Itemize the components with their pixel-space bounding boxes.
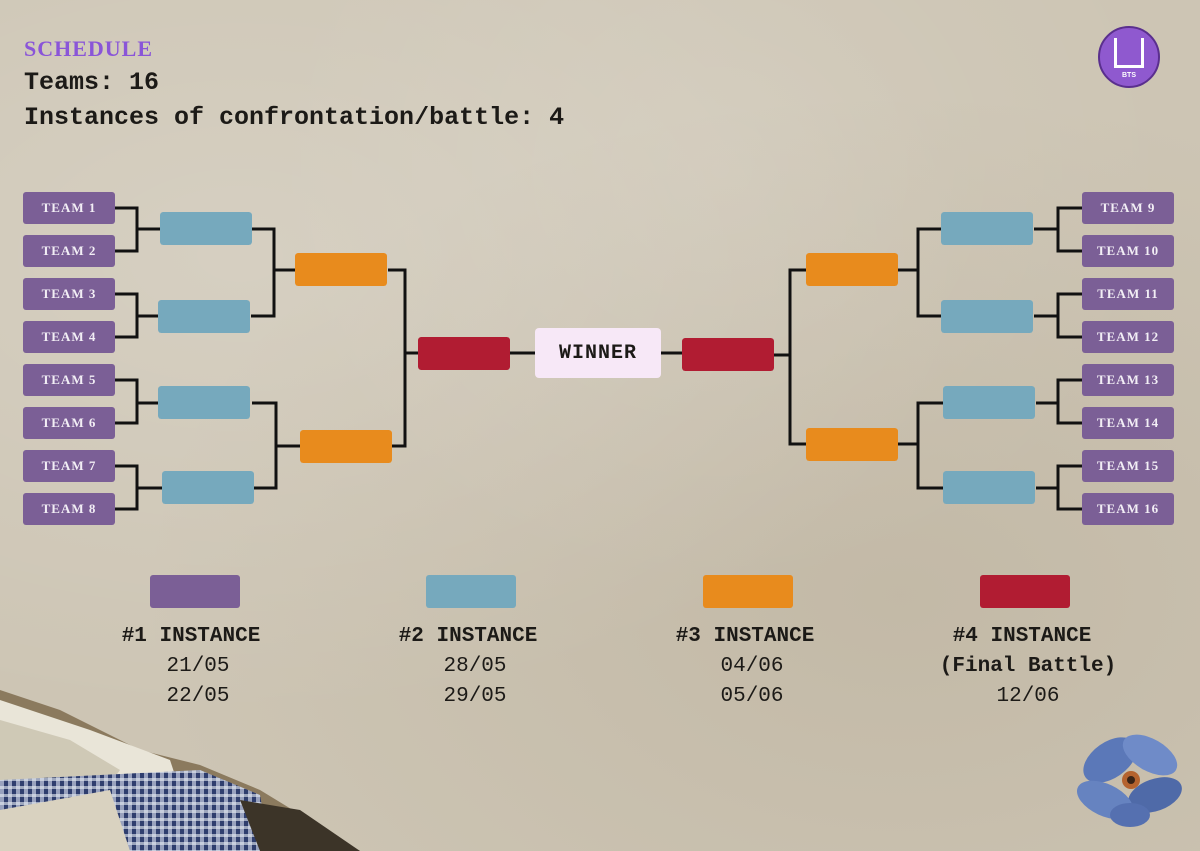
round3-slot-right-2 (806, 428, 898, 461)
teams-count: Teams: 16 (24, 68, 160, 97)
legend-title-4: #4 INSTANCE (952, 625, 1092, 648)
team-slot-12: TEAM 12 (1082, 321, 1174, 353)
legend-date-4b: 12/06 (996, 685, 1060, 708)
round2-slot-right-4 (943, 471, 1035, 504)
bts-logo: BTS (1098, 26, 1160, 88)
legend-swatch-4 (980, 575, 1070, 608)
team-slot-1: TEAM 1 (23, 192, 115, 224)
logo-emblem-icon (1114, 38, 1144, 68)
legend-date-1a: 21/05 (166, 655, 230, 678)
legend-date-3b: 05/06 (720, 685, 784, 708)
round2-slot-right-1 (941, 212, 1033, 245)
paper-collage-decoration (0, 690, 360, 851)
team-slot-7: TEAM 7 (23, 450, 115, 482)
team-slot-5: TEAM 5 (23, 364, 115, 396)
round2-slot-left-3 (158, 386, 250, 419)
legend-title-1: #1 INSTANCE (121, 625, 261, 648)
legend-title-2: #2 INSTANCE (398, 625, 538, 648)
round3-slot-left-2 (300, 430, 392, 463)
team-slot-2: TEAM 2 (23, 235, 115, 267)
team-slot-3: TEAM 3 (23, 278, 115, 310)
final-slot-left (418, 337, 510, 370)
team-slot-16: TEAM 16 (1082, 493, 1174, 525)
team-slot-8: TEAM 8 (23, 493, 115, 525)
round3-slot-right-1 (806, 253, 898, 286)
round3-slot-left-1 (295, 253, 387, 286)
team-slot-15: TEAM 15 (1082, 450, 1174, 482)
logo-text: BTS (1122, 72, 1136, 79)
round2-slot-left-1 (160, 212, 252, 245)
legend-swatch-3 (703, 575, 793, 608)
legend-date-2b: 29/05 (443, 685, 507, 708)
legend-title-3: #3 INSTANCE (675, 625, 815, 648)
team-slot-13: TEAM 13 (1082, 364, 1174, 396)
legend-date-3a: 04/06 (720, 655, 784, 678)
team-slot-6: TEAM 6 (23, 407, 115, 439)
team-slot-4: TEAM 4 (23, 321, 115, 353)
round2-slot-right-3 (943, 386, 1035, 419)
legend-date-2a: 28/05 (443, 655, 507, 678)
legend-swatch-1 (150, 575, 240, 608)
team-slot-14: TEAM 14 (1082, 407, 1174, 439)
instances-count: Instances of confrontation/battle: 4 (24, 103, 565, 132)
team-slot-11: TEAM 11 (1082, 278, 1174, 310)
legend-date-1b: 22/05 (166, 685, 230, 708)
round2-slot-right-2 (941, 300, 1033, 333)
team-slot-10: TEAM 10 (1082, 235, 1174, 267)
team-slot-9: TEAM 9 (1082, 192, 1174, 224)
round2-slot-left-4 (162, 471, 254, 504)
legend-swatch-2 (426, 575, 516, 608)
flower-icon (1076, 734, 1182, 827)
legend-date-4a: (Final Battle) (939, 655, 1117, 678)
page-title: SCHEDULE (24, 36, 154, 61)
round2-slot-left-2 (158, 300, 250, 333)
final-slot-right (682, 338, 774, 371)
winner-box: WINNER (535, 328, 661, 378)
